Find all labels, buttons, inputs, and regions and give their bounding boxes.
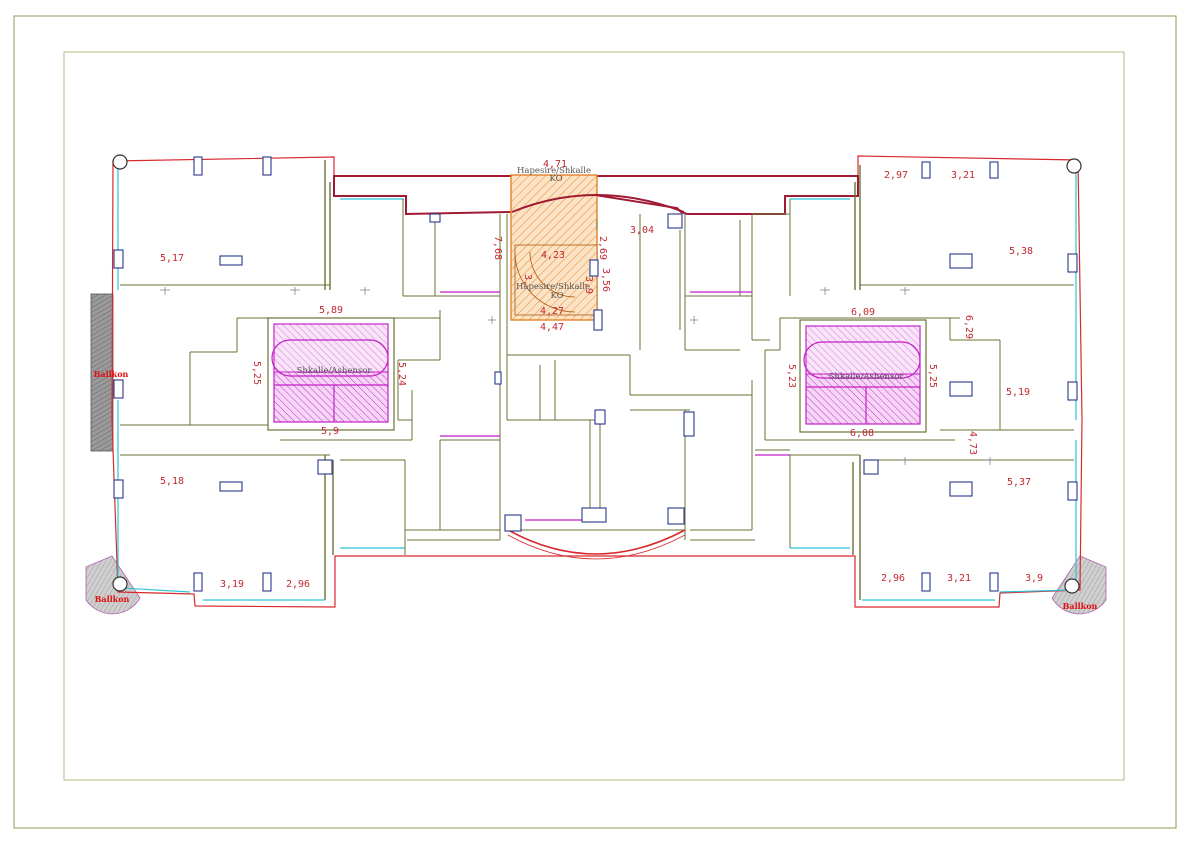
dim-4-27: 4,27 — [540, 306, 564, 317]
core-left-label: Shkalle/Ashensor — [297, 366, 373, 376]
exterior-outline — [111, 155, 1083, 608]
dim-5-89: 5,89 — [319, 305, 343, 316]
dim-3-9-mid: 3,9 — [583, 276, 594, 294]
window-lines — [117, 166, 1077, 601]
dim-2-96-right: 2,96 — [881, 573, 905, 584]
left-balcony — [90, 293, 114, 452]
dim-3-19: 3,19 — [220, 579, 244, 590]
corner-columns — [112, 154, 1082, 594]
dim-3-x: 3, — [522, 274, 533, 286]
dim-5-23: 5,23 — [786, 364, 797, 388]
stair-top-sublabel: KO — [549, 174, 562, 184]
dim-4-47: 4,47 — [540, 322, 564, 333]
dim-5-19: 5,19 — [1006, 387, 1030, 398]
dim-5-24: 5,24 — [396, 362, 407, 386]
dim-5-37: 5,37 — [1007, 477, 1031, 488]
dim-3-9: 3,9 — [1025, 573, 1043, 584]
dim-5-9: 5,9 — [321, 426, 339, 437]
balcony-left-label: Ballkon — [94, 369, 129, 379]
dim-5-17: 5,17 — [160, 253, 184, 264]
dim-4-71: 4,71 — [543, 159, 567, 170]
structural-columns — [113, 156, 1078, 592]
interior-walls — [120, 160, 1074, 600]
dim-7-68: 7,68 — [492, 236, 503, 260]
dim-3-21-top: 3,21 — [951, 170, 975, 181]
right-core — [799, 319, 927, 433]
left-core — [267, 317, 395, 431]
fixture-marks — [160, 287, 995, 465]
dim-5-25-left: 5,25 — [251, 361, 262, 385]
dim-5-18: 5,18 — [160, 476, 184, 487]
balcony-bottom-right-label: Ballkon — [1063, 601, 1098, 611]
dim-4-23: 4,23 — [541, 250, 565, 261]
front-arc-bottom — [507, 529, 686, 555]
stair-mid-label: Hapesire/Shkalle — [516, 282, 590, 292]
dim-2-97: 2,97 — [884, 170, 908, 181]
dim-2-96-left: 2,96 — [286, 579, 310, 590]
balcony-bottom-left-label: Ballkon — [95, 594, 130, 604]
inner-frame — [63, 51, 1125, 781]
stair-mid-sublabel: KO — [550, 291, 563, 301]
dim-6-29: 6,29 — [963, 315, 974, 339]
stair-top-label: Hapesire/Shkalle — [517, 166, 591, 176]
front-arc-top — [511, 194, 685, 213]
dim-4-73: 4,73 — [967, 431, 978, 455]
dimension-labels: 4,71 4,23 3,04 4,27 4,47 5,17 5,89 5,9 5… — [160, 159, 1043, 590]
dim-2-69: 2,69 — [597, 236, 608, 260]
dim-3-21-bottom: 3,21 — [947, 573, 971, 584]
dim-3-56: 3,56 — [600, 268, 611, 292]
dim-6-09: 6,09 — [851, 307, 875, 318]
outer-frame — [13, 15, 1177, 829]
door-lines — [440, 291, 790, 521]
dim-3-04: 3,04 — [630, 225, 654, 236]
dim-5-38: 5,38 — [1009, 246, 1033, 257]
dim-5-25-right: 5,25 — [927, 364, 938, 388]
core-right-label: Shkalle/Ashensor — [829, 372, 905, 382]
dim-6-08: 6,08 — [850, 428, 874, 439]
